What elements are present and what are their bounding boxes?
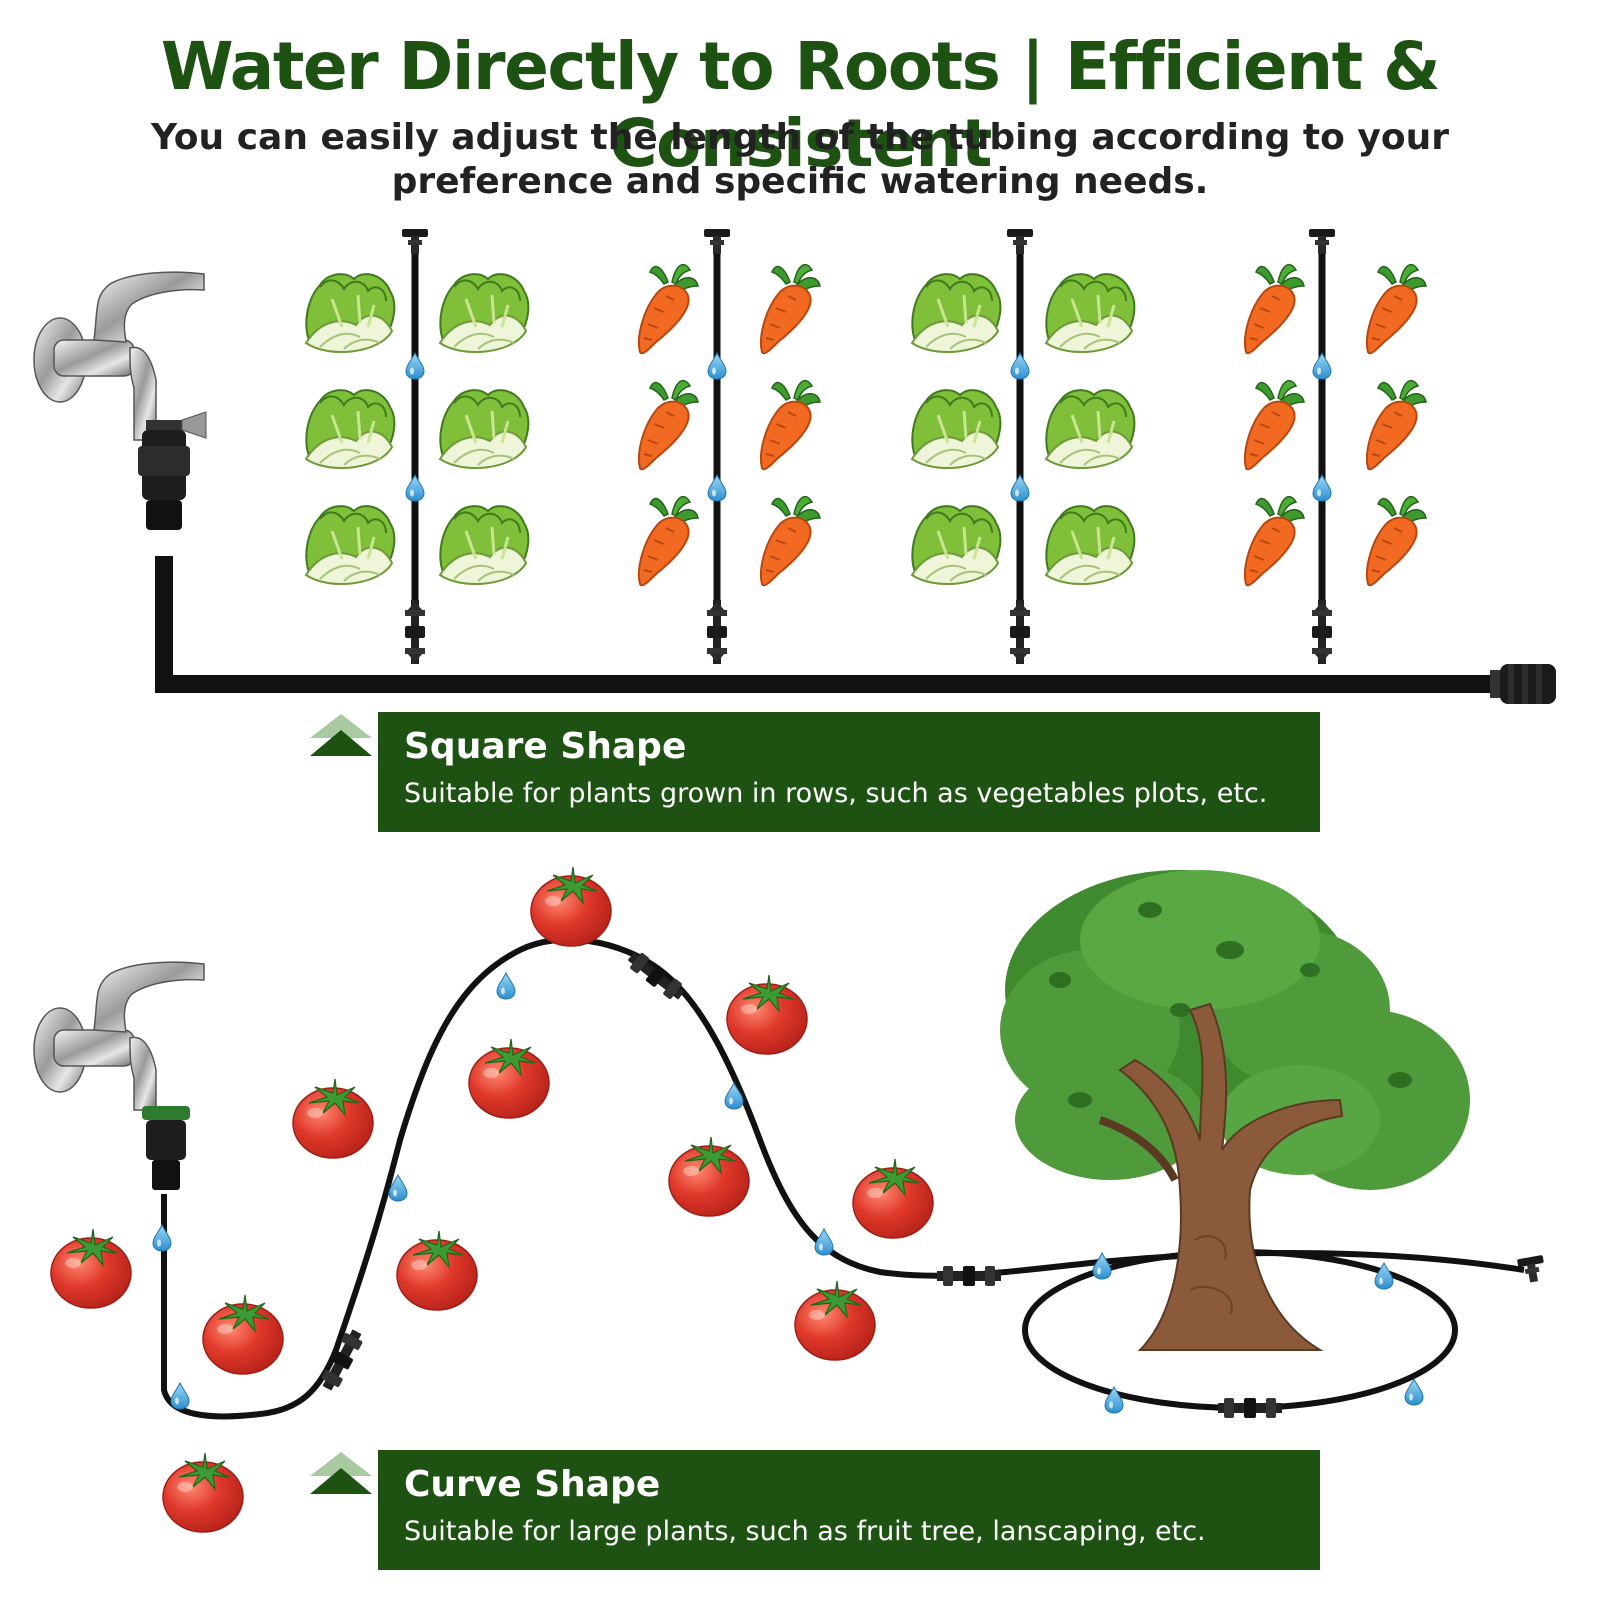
water-drop-icon xyxy=(1312,352,1332,380)
square-shape-panel: Square Shape Suitable for plants grown i… xyxy=(378,712,1320,832)
tomato-icon xyxy=(530,866,612,947)
carrot-icon xyxy=(1365,263,1427,355)
water-drop-icon xyxy=(405,352,425,380)
cabbage-icon xyxy=(910,504,1002,586)
cabbage-icon xyxy=(304,388,396,470)
water-drop-icon xyxy=(170,1382,190,1410)
carrot-icon xyxy=(637,495,699,587)
water-drop-icon xyxy=(405,474,425,502)
end-plug-icon xyxy=(704,229,730,254)
end-plug-icon xyxy=(1309,229,1335,254)
up-arrow-icon xyxy=(310,1452,372,1494)
carrot-icon xyxy=(1243,263,1305,355)
cabbage-icon xyxy=(438,504,530,586)
water-drop-icon xyxy=(1312,474,1332,502)
cabbage-icon xyxy=(910,388,1002,470)
page-title: Water Directly to Roots | Efficient & Co… xyxy=(160,28,1441,182)
tomato-icon xyxy=(292,1078,374,1159)
connector-icon xyxy=(707,600,727,664)
connector-icon xyxy=(1312,600,1332,664)
carrot-icon xyxy=(759,379,821,471)
cabbage-icon xyxy=(1044,388,1136,470)
carrot-icon xyxy=(637,379,699,471)
tomato-icon xyxy=(726,974,808,1055)
tomato-icon xyxy=(668,1136,750,1217)
curve-shape-title: Curve Shape xyxy=(404,1464,661,1505)
water-drop-icon xyxy=(1010,474,1030,502)
water-drop-icon xyxy=(1374,1262,1394,1290)
end-plug-icon xyxy=(402,229,428,254)
water-drop-icon xyxy=(814,1228,834,1256)
tomato-icon xyxy=(202,1294,284,1375)
curve-shape-panel: Curve Shape Suitable for large plants, s… xyxy=(378,1450,1320,1570)
connector-icon xyxy=(937,1266,1001,1286)
carrot-icon xyxy=(637,263,699,355)
cabbage-icon xyxy=(910,272,1002,354)
end-plug-icon xyxy=(1007,229,1033,254)
water-drop-icon xyxy=(707,352,727,380)
tomato-icon xyxy=(794,1280,876,1361)
cabbage-icon xyxy=(438,272,530,354)
cabbage-icon xyxy=(438,388,530,470)
tomato-icon xyxy=(852,1158,934,1239)
carrot-icon xyxy=(1243,379,1305,471)
carrot-icon xyxy=(759,263,821,355)
connector-icon xyxy=(405,600,425,664)
square-shape-description: Suitable for plants grown in rows, such … xyxy=(404,778,1268,809)
tomato-icon xyxy=(162,1452,244,1533)
carrot-icon xyxy=(759,495,821,587)
curve-shape-description: Suitable for large plants, such as fruit… xyxy=(404,1516,1206,1547)
faucet-icon xyxy=(33,271,207,530)
tree-icon xyxy=(1000,870,1470,1351)
connector-icon xyxy=(624,948,688,1004)
water-drop-icon xyxy=(152,1224,172,1252)
crop-column-2 xyxy=(637,229,821,664)
carrot-icon xyxy=(1365,379,1427,471)
end-cap-icon xyxy=(1490,664,1556,704)
faucet-icon xyxy=(33,961,205,1190)
cabbage-icon xyxy=(304,504,396,586)
cabbage-icon xyxy=(304,272,396,354)
water-drop-icon xyxy=(1404,1378,1424,1406)
crop-column-1 xyxy=(304,229,530,664)
crop-column-3 xyxy=(910,229,1136,664)
square-shape-title: Square Shape xyxy=(404,726,687,767)
water-drop-icon xyxy=(1092,1252,1112,1280)
cabbage-icon xyxy=(1044,504,1136,586)
connector-icon xyxy=(1218,1398,1282,1418)
page-subtitle: You can easily adjust the length of the … xyxy=(151,117,1449,202)
tomato-icon xyxy=(50,1228,132,1309)
water-drop-icon xyxy=(496,972,516,1000)
carrot-icon xyxy=(1243,495,1305,587)
tomato-icon xyxy=(468,1038,550,1119)
main-tube xyxy=(155,556,1490,693)
tomato-icon xyxy=(396,1230,478,1311)
up-arrow-icon xyxy=(310,714,372,756)
connector-icon xyxy=(1010,600,1030,664)
carrot-icon xyxy=(1365,495,1427,587)
cabbage-icon xyxy=(1044,272,1136,354)
water-drop-icon xyxy=(1010,352,1030,380)
crop-column-4 xyxy=(1243,229,1427,664)
water-drop-icon xyxy=(707,474,727,502)
